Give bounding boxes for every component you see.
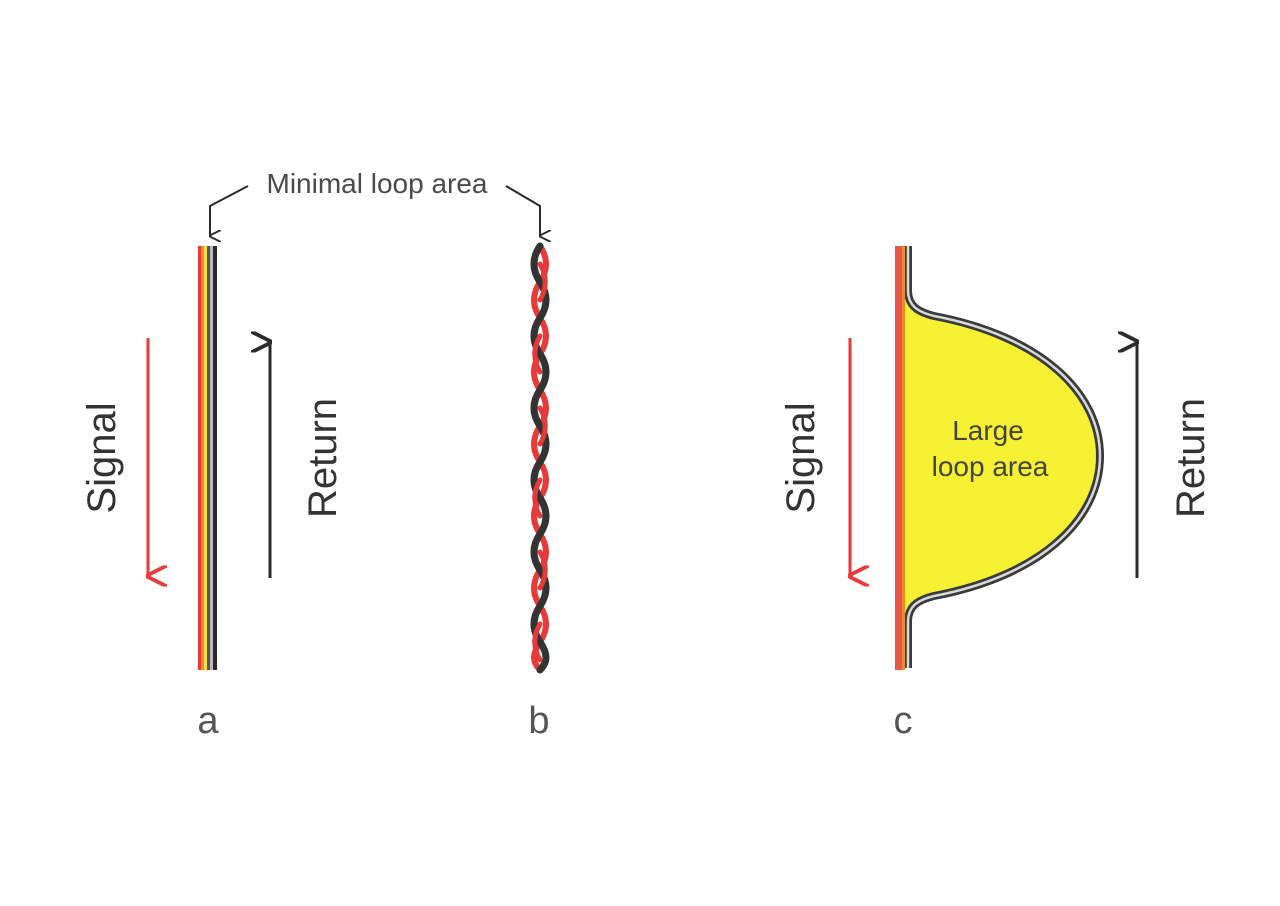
loop-area-label-line1: Large xyxy=(952,415,1024,446)
callout-leader-b xyxy=(505,185,540,236)
return-label-c: Return xyxy=(1169,398,1213,518)
loop-area-label-line2: loop area xyxy=(932,451,1049,482)
panel-a: Signal Return a xyxy=(80,246,345,742)
signal-label-a: Signal xyxy=(80,402,124,513)
return-label-a: Return xyxy=(301,398,345,518)
panel-b: b xyxy=(528,242,550,742)
signal-label-c: Signal xyxy=(779,402,823,513)
panel-letter-c: c xyxy=(894,700,913,742)
panel-letter-b: b xyxy=(528,700,549,742)
callout-label: Minimal loop area xyxy=(267,168,488,199)
twisted-pair-b xyxy=(530,242,550,674)
panel-letter-a: a xyxy=(197,700,219,742)
signal-conductor-c xyxy=(895,246,902,670)
loop-area-fill xyxy=(902,246,1100,668)
large-loop-c xyxy=(895,246,1105,670)
conductor-pair-a xyxy=(198,246,217,670)
panel-c: Signal Large loop area Return c xyxy=(779,246,1213,742)
callout-leader-a xyxy=(210,185,249,236)
